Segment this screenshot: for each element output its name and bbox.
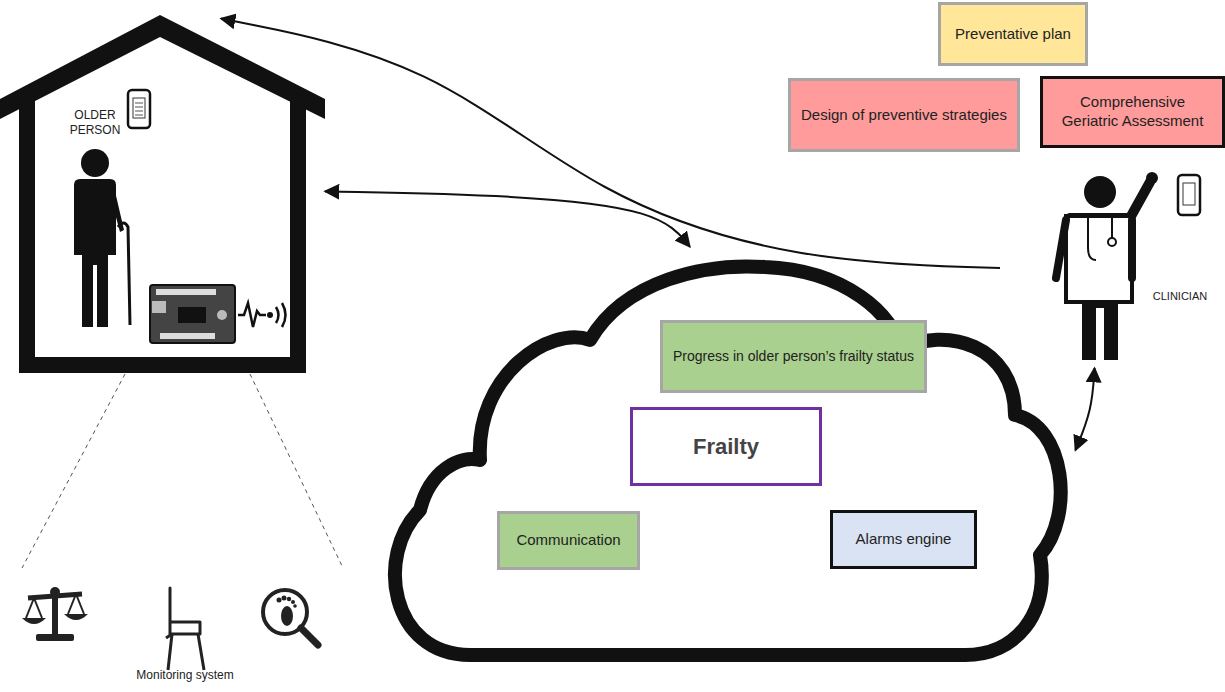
box-label: Frailty <box>693 433 759 461</box>
clinician-drawing <box>1000 168 1225 368</box>
connector-arrow <box>1075 368 1094 450</box>
footprint-search-icon <box>263 590 318 645</box>
cloud-outline: Progress in older person’s frailty statu… <box>375 255 1055 665</box>
house-drawing <box>0 15 325 375</box>
house-outline: OLDER PERSON <box>0 15 325 375</box>
strategy-box: Design of preventive strategies <box>788 78 1020 152</box>
zoom-lines <box>22 374 343 568</box>
chair-icon <box>166 588 204 670</box>
figure-label: OLDER PERSON <box>62 108 128 138</box>
box-label: Communication <box>516 531 620 550</box>
box-label: Comprehensive Geriatric Assessment <box>1053 93 1212 131</box>
box-label: Alarms engine <box>856 530 952 549</box>
caption-label: Monitoring system <box>110 668 260 682</box>
frailty-box: Frailty <box>630 407 822 486</box>
assessment-box: Comprehensive Geriatric Assessment <box>1040 76 1225 148</box>
status-box: Progress in older person’s frailty statu… <box>660 320 927 393</box>
plan-box: Preventative plan <box>938 2 1088 66</box>
box-label: Progress in older person’s frailty statu… <box>673 348 914 366</box>
clinician-figure: CLINICIAN <box>1000 168 1225 368</box>
connector-arrow <box>325 191 690 246</box>
box-label: Preventative plan <box>955 25 1071 44</box>
figure-label: CLINICIAN <box>1142 290 1218 304</box>
scale-icon <box>22 587 88 641</box>
alarms-box: Alarms engine <box>830 510 977 569</box>
box-label: Design of preventive strategies <box>801 106 1007 125</box>
communication-box: Communication <box>497 511 640 570</box>
